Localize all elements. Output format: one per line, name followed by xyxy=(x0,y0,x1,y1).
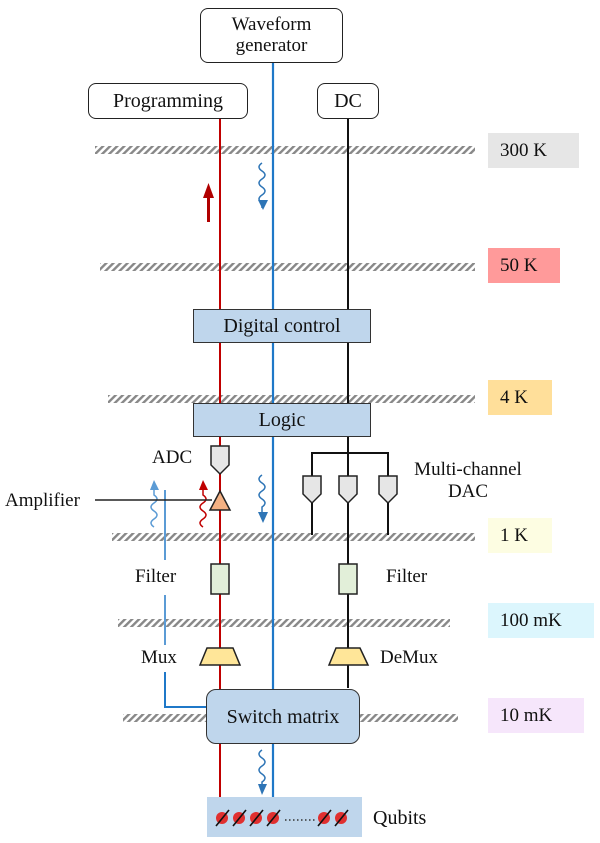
amplifier-icon xyxy=(208,489,232,511)
mux-label: Mux xyxy=(141,647,177,668)
wave-arrow-head xyxy=(258,784,267,795)
plate-100mk-right xyxy=(350,619,450,627)
mux-icon xyxy=(198,647,242,666)
logic-block: Logic xyxy=(193,403,371,437)
plate-100mk xyxy=(118,619,350,627)
qubit-icons xyxy=(215,809,349,827)
plate-1k xyxy=(112,533,475,541)
dc-box: DC xyxy=(317,83,379,119)
switch-matrix-block: Switch matrix xyxy=(206,689,360,744)
wave-arrow-head xyxy=(258,200,268,210)
filter-right-label: Filter xyxy=(386,566,428,587)
stage-50k: 50 K xyxy=(488,248,560,283)
dac-label: Multi-channel DAC xyxy=(414,459,522,502)
filter-left-label: Filter xyxy=(135,566,177,587)
dac-icon xyxy=(302,475,398,505)
qubits-label: Qubits xyxy=(373,807,427,829)
up-arrow-icon xyxy=(203,183,214,222)
dac-bus xyxy=(311,452,389,476)
amplifier-label: Amplifier xyxy=(5,490,80,511)
wave-arrow-head xyxy=(150,480,159,490)
filter-right-icon xyxy=(338,563,358,595)
stage-4k: 4 K xyxy=(488,380,552,415)
wave-arrow-icon xyxy=(258,749,266,785)
adc-icon xyxy=(210,445,230,476)
waveform-generator-box: Waveform generator xyxy=(200,8,343,63)
plate-300k xyxy=(95,146,475,154)
filter-left-icon xyxy=(210,563,230,595)
readout-line-lower xyxy=(164,672,208,708)
plate-4k xyxy=(108,395,475,403)
wave-arrow-icon xyxy=(199,489,207,528)
stage-10mk: 10 mK xyxy=(488,698,584,733)
demux-icon xyxy=(327,647,370,666)
plate-50k xyxy=(100,263,475,271)
wave-arrow-head xyxy=(199,480,208,490)
stage-100mk: 100 mK xyxy=(488,603,594,638)
demux-label: DeMux xyxy=(380,647,439,668)
programming-box: Programming xyxy=(88,83,248,119)
adc-label: ADC xyxy=(152,447,193,468)
stage-1k: 1 K xyxy=(488,518,552,553)
wave-arrow-icon xyxy=(258,162,266,208)
wave-arrow-icon xyxy=(258,474,266,512)
stage-300k: 300 K xyxy=(488,133,579,168)
digital-control-block: Digital control xyxy=(193,309,371,343)
wave-arrow-icon xyxy=(150,489,158,528)
wave-arrow-head xyxy=(258,512,268,523)
